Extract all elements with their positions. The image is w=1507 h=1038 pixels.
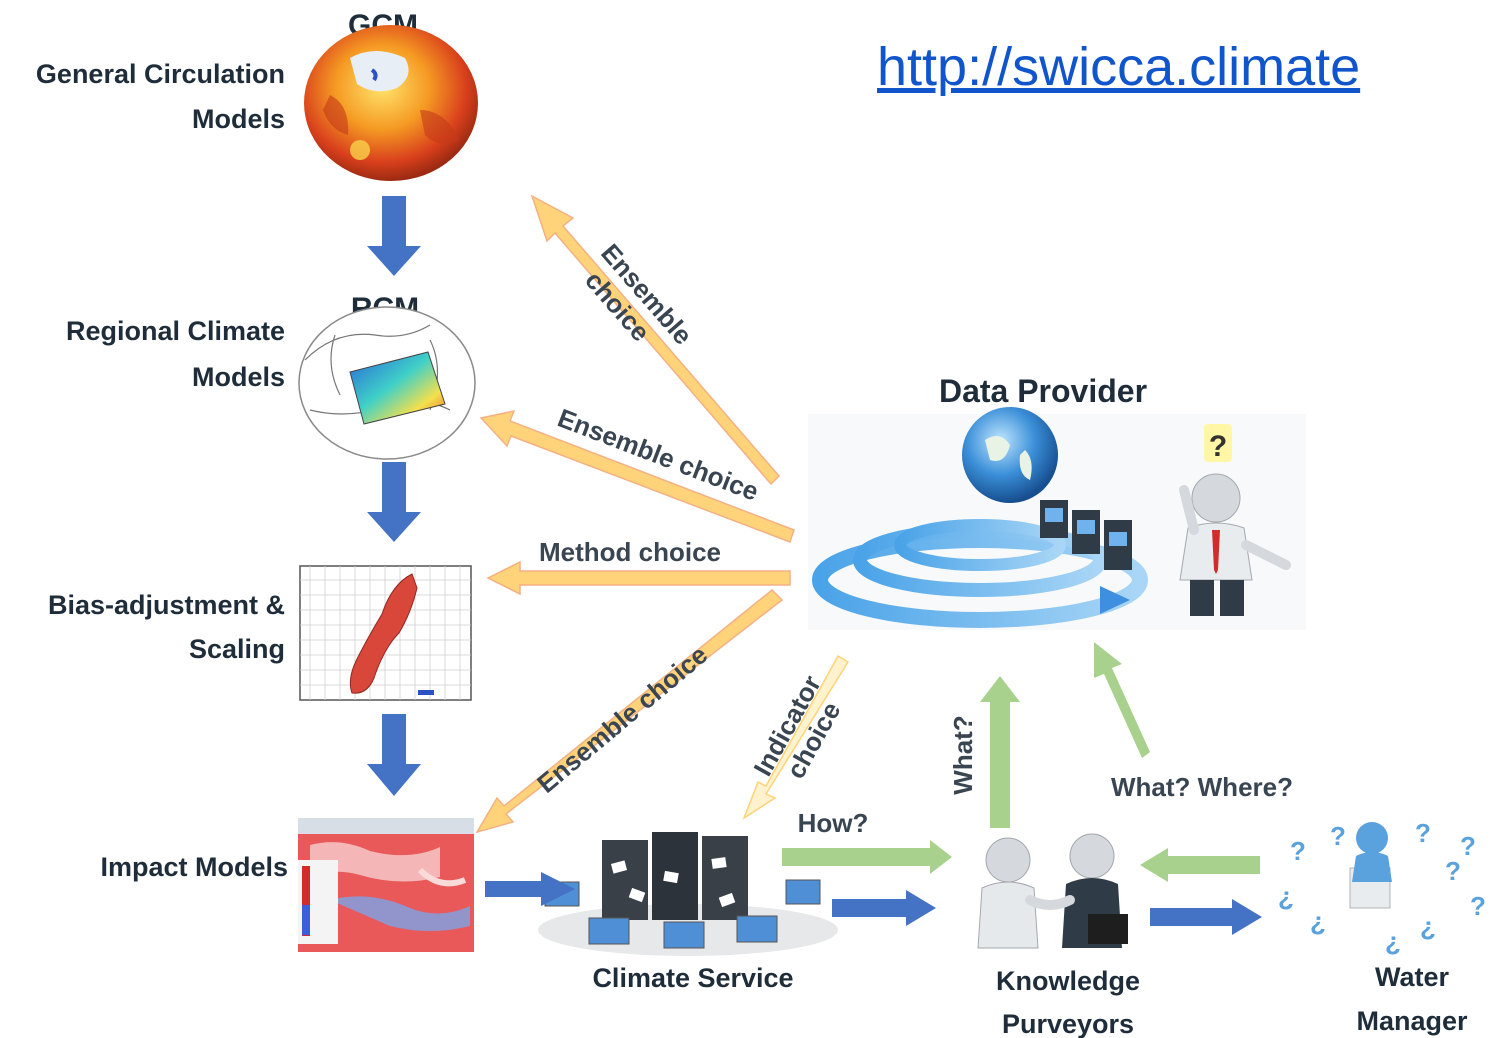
confused-manager-icon: ?? ? ¿ ¿ ¿ ? ¿ ?? — [1278, 818, 1486, 956]
svg-text:?: ? — [1330, 821, 1346, 851]
svg-text:?: ? — [1470, 891, 1486, 921]
arrow-label-indicator: Indicator choice — [747, 670, 846, 783]
climate-service-label: Climate Service — [592, 963, 793, 993]
thinking-person-icon — [1179, 473, 1291, 616]
globe-icon — [962, 407, 1058, 503]
bias-node: Bias-adjustment & Scaling — [48, 565, 472, 701]
arrow-label-what: What? — [948, 715, 978, 794]
impact-label: Impact Models — [100, 852, 288, 882]
knowledge-purveyors-node: Knowledge Purveyors — [977, 833, 1140, 1038]
arrow-provider-to-bias — [486, 560, 791, 596]
down-arrow-gcm-rcm — [367, 196, 421, 276]
arrow-service-to-purveyors-blue — [832, 890, 936, 926]
impact-map-icon — [298, 818, 474, 952]
arrow-indicator-choice — [742, 654, 850, 820]
server-cluster-icon — [538, 832, 838, 956]
climate-service-node: Climate Service — [538, 832, 838, 993]
handshake-people-icon — [977, 833, 1128, 949]
arrow-label-method: Method choice — [539, 537, 721, 567]
water-manager-node: ?? ? ¿ ¿ ¿ ? ¿ ?? Water Manager — [1278, 818, 1486, 1036]
arrow-service-to-purveyors-green — [782, 840, 952, 874]
rcm-label-line1: Regional Climate — [66, 316, 285, 346]
arrow-provider-to-gcm — [530, 194, 781, 486]
arrow-manager-to-purveyors — [1140, 848, 1260, 882]
rcm-label-line2: Models — [192, 362, 285, 392]
arrow-label-how: How? — [798, 808, 869, 838]
question-mark: ? — [1209, 430, 1227, 463]
bias-label-line2: Scaling — [189, 634, 285, 664]
arrow-label-ensemble-impact: Ensemble choice — [531, 639, 713, 799]
swicca-url-link[interactable]: http://swicca.climate — [877, 37, 1361, 97]
svg-text:?: ? — [1445, 856, 1461, 886]
svg-text:?: ? — [1290, 836, 1306, 866]
arrow-purveyors-to-provider — [980, 676, 1020, 828]
svg-text:¿: ¿ — [1310, 906, 1326, 936]
data-provider-illustration: ? — [808, 407, 1306, 630]
impact-node: Impact Models — [100, 818, 474, 952]
water-manager-label-line1: Water — [1375, 962, 1450, 992]
data-provider-label: Data Provider — [939, 373, 1147, 409]
arrow-provider-to-impact — [475, 588, 784, 834]
rcm-globe-icon — [298, 306, 476, 460]
svg-text:?: ? — [1460, 831, 1476, 861]
arrow-impact-to-service — [485, 872, 575, 906]
arrow-provider-to-rcm — [479, 409, 795, 543]
knowledge-purveyors-label-line2: Purveyors — [1002, 1009, 1134, 1038]
laptop-icon — [544, 879, 821, 949]
data-provider-node: Data Provider — [808, 373, 1306, 630]
bias-label-line1: Bias-adjustment & — [48, 590, 285, 620]
svg-text:¿: ¿ — [1385, 926, 1401, 956]
arrow-label-ensemble-gcm: Ensemble choice — [579, 238, 698, 350]
arrow-purveyors-to-manager — [1150, 899, 1262, 935]
svg-text:?: ? — [1415, 818, 1431, 848]
gcm-label-line1: General Circulation — [36, 59, 285, 89]
bias-map-icon — [299, 565, 472, 701]
down-arrow-rcm-bias — [367, 462, 421, 542]
down-arrow-bias-impact — [367, 714, 421, 796]
arrow-manager-to-provider — [1094, 642, 1150, 758]
svg-text:¿: ¿ — [1278, 881, 1294, 911]
gcm-label-line2: Models — [192, 104, 285, 134]
svg-text:¿: ¿ — [1420, 911, 1436, 941]
gcm-node: GCM General Circulation Models — [36, 9, 478, 181]
arrow-label-what-where: What? Where? — [1111, 772, 1293, 802]
water-manager-label-line2: Manager — [1356, 1006, 1468, 1036]
rcm-node: RCM Regional Climate Models — [66, 292, 476, 460]
gcm-globe-icon — [304, 25, 478, 181]
knowledge-purveyors-label-line1: Knowledge — [996, 966, 1140, 996]
